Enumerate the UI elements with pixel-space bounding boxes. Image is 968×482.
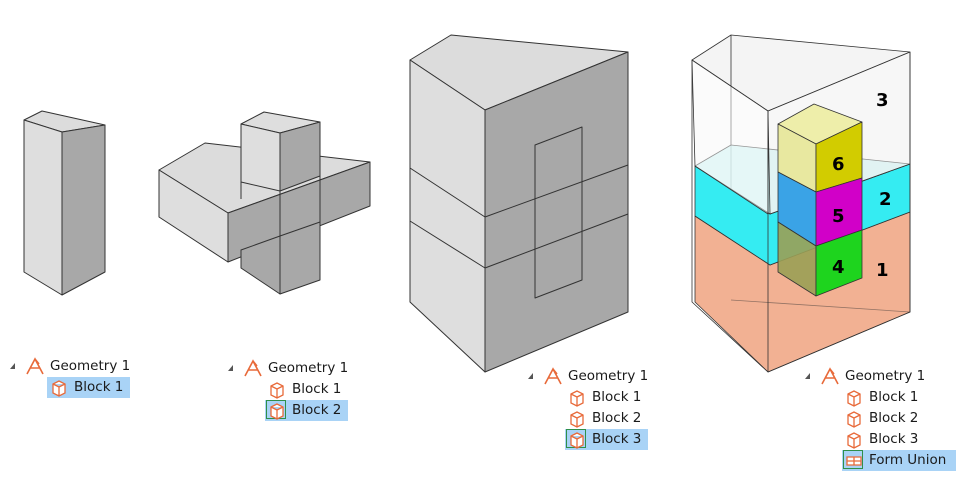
geometry-icon <box>26 357 44 375</box>
tree-node-geometry[interactable]: Geometry 1 <box>228 358 348 379</box>
active-node-frame <box>843 450 863 469</box>
selection-highlight <box>842 450 956 471</box>
block-icon <box>270 382 284 399</box>
collapse-toggle-icon[interactable] <box>228 365 233 371</box>
tree-node-label: Geometry 1 <box>845 368 926 384</box>
tree-node-label: Block 2 <box>292 402 342 418</box>
tree-node-label: Block 1 <box>869 389 919 405</box>
block-icon <box>570 390 584 407</box>
domain-label-2: 2 <box>879 189 892 210</box>
tree-node-label: Block 3 <box>592 431 642 447</box>
tree-node-label: Block 2 <box>869 410 919 426</box>
model-tree-panel-2: Geometry 1 Block 1 Block 2 <box>228 358 348 421</box>
geometry-icon <box>821 367 839 385</box>
tree-node-geometry[interactable]: Geometry 1 <box>10 356 130 377</box>
domain-label-1: 1 <box>876 260 889 281</box>
block-icon <box>52 380 66 397</box>
tree-node-label: Block 1 <box>74 379 124 395</box>
block-icon <box>847 390 861 407</box>
tree-node-label: Geometry 1 <box>268 360 349 376</box>
collapse-toggle-icon[interactable] <box>805 373 810 379</box>
geometry-icon <box>244 359 262 377</box>
tree-node-label: Block 3 <box>869 431 919 447</box>
tree-node-geometry[interactable]: Geometry 1 <box>805 366 925 387</box>
collapse-toggle-icon[interactable] <box>10 363 15 369</box>
block-icon <box>847 411 861 428</box>
tree-node-label: Geometry 1 <box>568 368 649 384</box>
tree-node-geometry[interactable]: Geometry 1 <box>528 366 648 387</box>
form-union-icon <box>846 456 862 466</box>
geometry-icon <box>544 367 562 385</box>
model-tree-panel-1: Geometry 1 Block 1 <box>10 356 130 398</box>
form-union-solid <box>691 34 911 373</box>
block-2-solid <box>158 111 371 295</box>
selection-highlight <box>47 377 130 398</box>
block-icon <box>570 432 584 449</box>
block-icon <box>570 411 584 428</box>
block-icon <box>270 403 284 420</box>
model-tree-panel-4: Geometry 1 Block 1 Block 2 Block 3 Form … <box>805 366 956 471</box>
tree-node-label: Block 1 <box>592 389 642 405</box>
domain-label-5: 5 <box>832 206 845 227</box>
tree-node-label: Block 2 <box>592 410 642 426</box>
domain-label-3: 3 <box>876 90 889 111</box>
tree-node-label: Form Union <box>869 452 947 468</box>
domain-label-6: 6 <box>832 154 845 175</box>
block-icon <box>847 432 861 449</box>
block-1-solid <box>23 110 106 296</box>
tree-node-label: Block 1 <box>292 381 342 397</box>
tree-node-label: Geometry 1 <box>50 358 131 374</box>
collapse-toggle-icon[interactable] <box>528 373 533 379</box>
model-tree-panel-3: Geometry 1 Block 1 Block 2 Block 3 <box>528 366 648 450</box>
domain-label-4: 4 <box>832 257 845 278</box>
block-3-solid <box>409 34 629 373</box>
